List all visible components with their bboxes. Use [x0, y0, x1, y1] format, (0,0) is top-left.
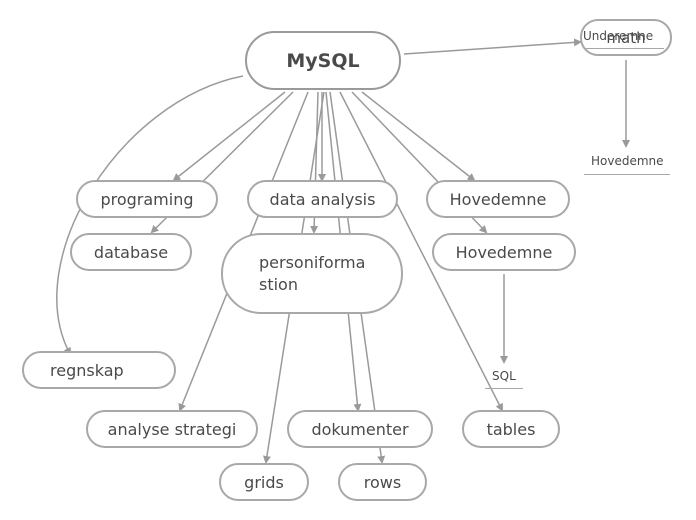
node-tables[interactable]: tables	[462, 410, 560, 448]
label-sql: SQL	[492, 369, 516, 383]
node-programing[interactable]: programing	[76, 180, 218, 218]
node-personinformation-line1: personiforma	[259, 252, 366, 272]
node-data-analysis-label: data analysis	[269, 189, 376, 209]
node-database[interactable]: database	[70, 233, 192, 271]
node-analyse-strategi[interactable]: analyse strategi	[86, 410, 258, 448]
hovedemne-top-right-underline	[584, 174, 670, 175]
node-dokumenter-label: dokumenter	[311, 419, 409, 439]
node-regnskap-label: regnskap	[50, 360, 124, 380]
node-personinformation-line2: stion	[259, 274, 298, 294]
node-analyse-strategi-label: analyse strategi	[107, 419, 237, 439]
edge-root-hovedemne-a	[361, 91, 476, 182]
node-regnskap[interactable]: regnskap	[22, 351, 176, 389]
label-hovedemne-top-right: Hovedemne	[591, 154, 664, 168]
node-personinformation[interactable]: personiforma stion	[221, 233, 403, 314]
root-label: MySQL	[286, 49, 360, 72]
edge-root-tables	[339, 91, 503, 412]
node-math-label: math	[606, 28, 646, 47]
node-dokumenter[interactable]: dokumenter	[287, 410, 433, 448]
edge-root-programing	[172, 91, 286, 182]
node-database-label: database	[93, 242, 169, 262]
node-math[interactable]: math	[580, 19, 672, 56]
node-programing-label: programing	[100, 189, 194, 209]
label-underemne: Underemne	[583, 29, 654, 43]
sql-underline	[485, 388, 523, 389]
node-hovedemne-a-label: Hovedemne	[449, 189, 547, 209]
edge-root-math	[403, 38, 582, 55]
root-node-mysql[interactable]: MySQL	[245, 31, 401, 90]
node-hovedemne-b-label: Hovedemne	[455, 242, 553, 262]
node-hovedemne-b[interactable]: Hovedemne	[432, 233, 576, 271]
node-rows-label: rows	[363, 472, 402, 492]
node-grids-label: grids	[244, 472, 284, 492]
node-grids[interactable]: grids	[219, 463, 309, 501]
node-rows[interactable]: rows	[338, 463, 427, 501]
underemne-underline	[584, 48, 664, 49]
node-tables-label: tables	[486, 419, 536, 439]
node-hovedemne-a[interactable]: Hovedemne	[426, 180, 570, 218]
node-data-analysis[interactable]: data analysis	[247, 180, 398, 218]
